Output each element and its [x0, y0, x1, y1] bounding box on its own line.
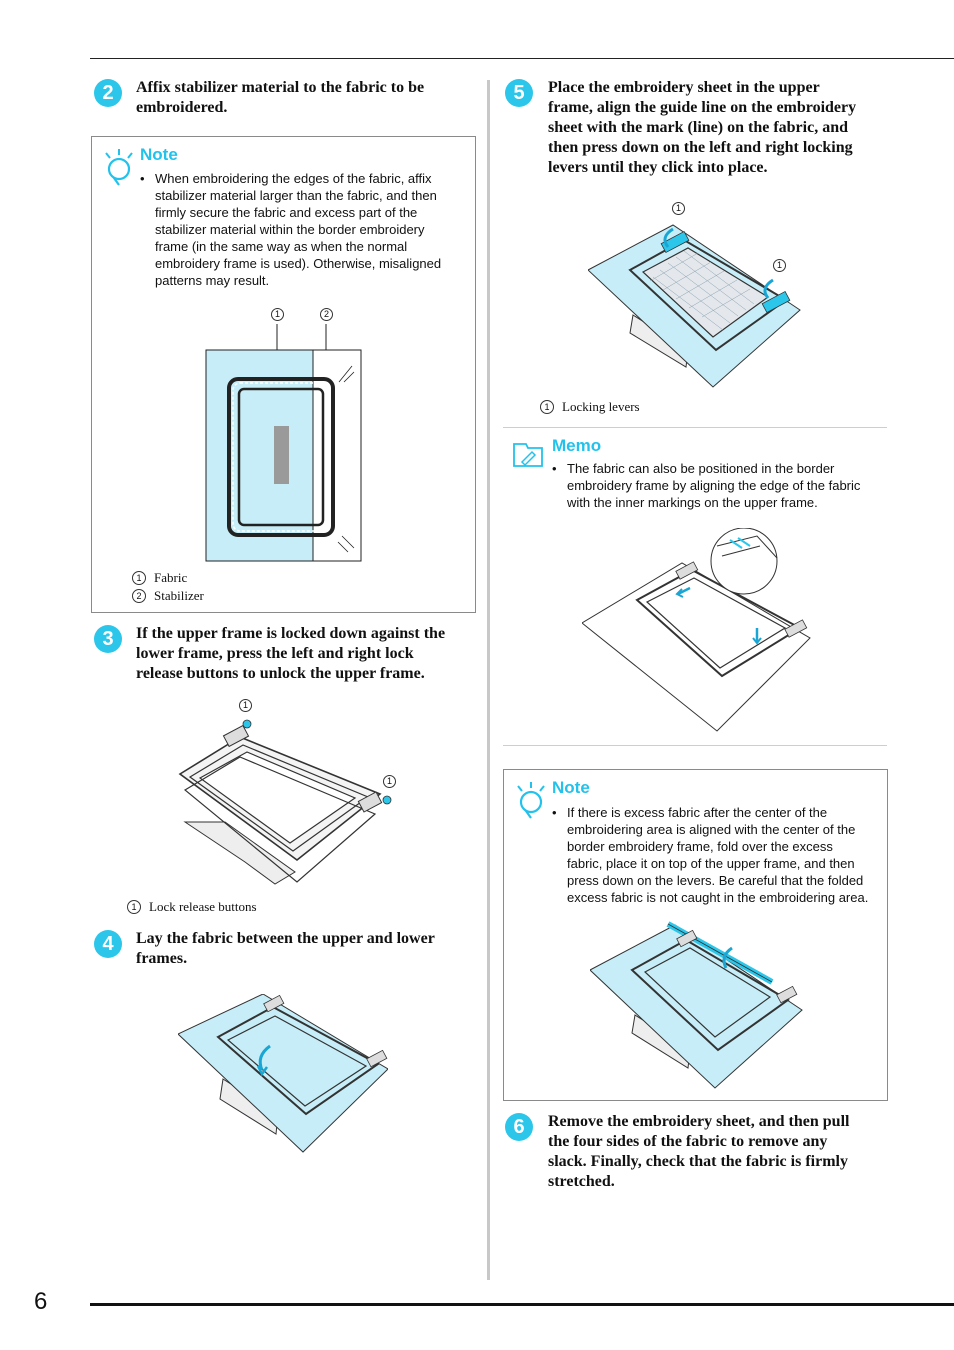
- memo-line: The fabric can also be positioned in the…: [567, 461, 835, 476]
- bullet: •: [552, 461, 557, 476]
- note-line: excess fabric is not caught in the embro…: [567, 890, 869, 905]
- step-3-line: If the upper frame is locked down agains…: [136, 625, 446, 642]
- callout-locking-lever-right: 1: [773, 259, 786, 272]
- memo-top-rule: [503, 427, 887, 428]
- note-line: frame (in the same way as when the norma…: [155, 239, 408, 254]
- step-3-badge: 3: [94, 625, 122, 653]
- step-5-line: sheet with the mark (line) on the fabric…: [548, 119, 848, 136]
- callout-lock-button-left: 1: [239, 699, 252, 712]
- step-6-line: slack. Finally, check that the fabric is…: [548, 1153, 848, 1170]
- note-line: firmly secure the fabric and excess part…: [155, 205, 418, 220]
- bullet: •: [140, 171, 145, 186]
- step-4-line: Lay the fabric between the upper and low…: [136, 930, 435, 947]
- embroidery-sheet-illustration: [588, 224, 801, 388]
- caption-label: Lock release buttons: [149, 899, 257, 914]
- note-line: fabric, place it on top of the upper fra…: [567, 856, 855, 871]
- step-6-badge: 6: [505, 1113, 533, 1141]
- caption-num: 1: [132, 571, 146, 585]
- caption-num: 1: [540, 400, 554, 414]
- step-2-line: Affix stabilizer material to the fabric …: [136, 79, 425, 96]
- folded-fabric-illustration: [590, 921, 803, 1089]
- step-6-line: stretched.: [548, 1173, 615, 1190]
- memo-title: Memo: [552, 436, 602, 455]
- note-box-2: Note • If there is excess fabric after t…: [503, 769, 888, 1101]
- bullet: •: [552, 805, 557, 820]
- fabric-between-frames-illustration: [178, 994, 388, 1153]
- note-line: If there is excess fabric after the cent…: [567, 805, 828, 820]
- header-rule: [90, 58, 954, 59]
- caption-locking-levers: 1 Locking levers: [540, 398, 640, 416]
- lightbulb-icon: [105, 149, 133, 186]
- step-2-line: embroidered.: [136, 99, 228, 116]
- memo-pencil-icon: [513, 443, 543, 467]
- note-body: • If there is excess fabric after the ce…: [552, 804, 884, 906]
- step-2-badge: 2: [94, 79, 122, 107]
- memo-line: embroidery frame by aligning the edge of…: [567, 478, 861, 493]
- caption-fabric: 1 Fabric: [132, 569, 187, 587]
- note-title: Note: [140, 145, 178, 164]
- step-3-line: release buttons to unlock the upper fram…: [136, 665, 425, 682]
- caption-lock-release: 1 Lock release buttons: [127, 898, 257, 916]
- note-line: When embroidering the edges of the fabri…: [155, 171, 432, 186]
- caption-stabilizer: 2 Stabilizer: [132, 587, 204, 605]
- callout-locking-lever-left: 1: [672, 202, 685, 215]
- note-line: embroidery frame is used). Otherwise, mi…: [155, 256, 442, 271]
- note-line: stabilizer material larger than the fabr…: [155, 188, 437, 203]
- caption-num: 2: [132, 589, 146, 603]
- note-box: Note • When embroidering the edges of th…: [91, 136, 476, 613]
- caption-label: Locking levers: [562, 399, 640, 414]
- step-4-text: Lay the fabric between the upper and low…: [136, 929, 481, 969]
- callout-stabilizer: 2: [320, 308, 333, 321]
- fabric-stabilizer-illustration: [205, 324, 362, 562]
- note-line: patterns may result.: [155, 273, 270, 288]
- step-4-badge: 4: [94, 930, 122, 958]
- callout-lock-button-right: 1: [383, 775, 396, 788]
- step-6-line: Remove the embroidery sheet, and then pu…: [548, 1113, 850, 1130]
- lightbulb-icon: [517, 782, 545, 819]
- caption-label: Fabric: [154, 570, 188, 585]
- memo-bottom-rule: [503, 745, 887, 746]
- memo-body: • The fabric can also be positioned in t…: [552, 460, 887, 511]
- step-5-badge: 5: [505, 79, 533, 107]
- page-number: 6: [34, 1288, 48, 1315]
- step-6-line: the four sides of the fabric to remove a…: [548, 1133, 828, 1150]
- step-4-line: frames.: [136, 950, 188, 967]
- border-marking-illustration: [582, 528, 811, 732]
- note-line: stabilizer material within the border em…: [155, 222, 425, 237]
- frame-unlock-illustration: [178, 719, 392, 885]
- step-3-text: If the upper frame is locked down agains…: [136, 624, 481, 684]
- note-body: • When embroidering the edges of the fab…: [140, 170, 470, 289]
- memo-line: with the inner markings on the upper fra…: [567, 495, 818, 510]
- caption-label: Stabilizer: [154, 588, 204, 603]
- step-5-line: levers until they click into place.: [548, 159, 768, 176]
- step-5-line: then press down on the left and right lo…: [548, 139, 853, 156]
- note-line: press down on the levers. Be careful tha…: [567, 873, 864, 888]
- step-5-line: Place the embroidery sheet in the upper: [548, 79, 820, 96]
- step-2-text: Affix stabilizer material to the fabric …: [136, 78, 481, 118]
- note-line: border embroidery frame, fold over the e…: [567, 839, 833, 854]
- note-line: embroidering area is aligned with the ce…: [567, 822, 856, 837]
- step-5-line: frame, align the guide line on the embro…: [548, 99, 857, 116]
- step-5-text: Place the embroidery sheet in the upper …: [548, 78, 893, 178]
- column-divider: [487, 80, 490, 1280]
- caption-num: 1: [127, 900, 141, 914]
- step-3-line: lower frame, press the left and right lo…: [136, 645, 414, 662]
- callout-fabric: 1: [271, 308, 284, 321]
- step-6-text: Remove the embroidery sheet, and then pu…: [548, 1112, 893, 1192]
- footer-rule: [90, 1303, 954, 1306]
- note-title: Note: [552, 778, 590, 797]
